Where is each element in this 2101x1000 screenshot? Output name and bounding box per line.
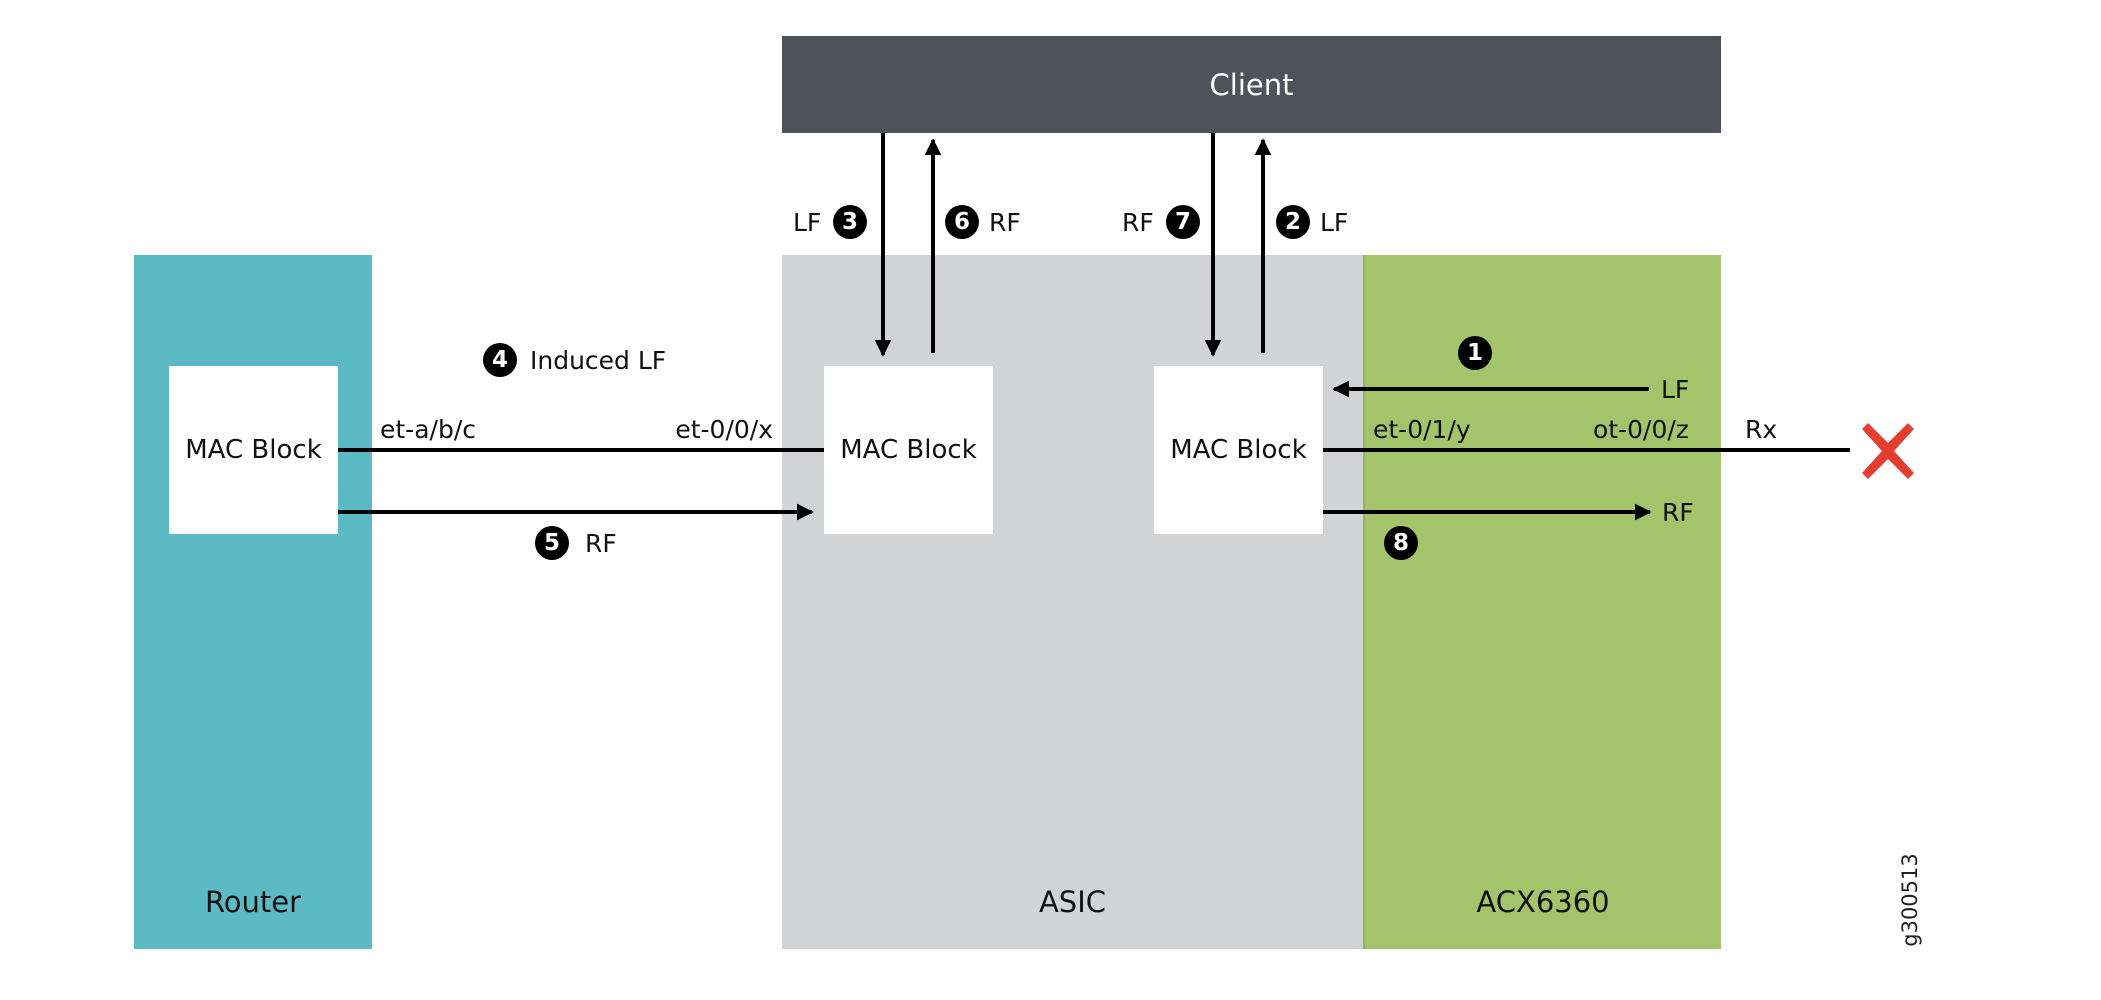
router-label: Router [204, 885, 302, 919]
client-box: Client [782, 36, 1721, 133]
red-x-icon [1862, 423, 1914, 479]
step-4-badge: 4 [483, 343, 517, 377]
port-label-optical: ot-0/0/z [1593, 415, 1689, 444]
asic-label: ASIC [1038, 885, 1107, 919]
step-1-badge: 1 [1458, 336, 1492, 370]
step-2-badge: 2 [1276, 205, 1310, 239]
acx6360-zone: ACX6360 [1363, 255, 1721, 949]
step-4-signal-label: Induced LF [530, 346, 667, 375]
figure-id: g300513 [1898, 853, 1922, 947]
step-8-badge: 8 [1384, 526, 1418, 560]
step-5-signal-label: RF [585, 529, 617, 558]
asic-mac-block-host-side: MAC Block [824, 366, 993, 534]
step-7-signal-label: RF [1122, 208, 1154, 237]
step-3-badge: 3 [833, 205, 867, 239]
acx6360-label: ACX6360 [1476, 885, 1610, 919]
router-mac-block: MAC Block [169, 366, 338, 534]
rx-label: Rx [1745, 415, 1778, 444]
port-label-asic-x: et-0/0/x [675, 415, 773, 444]
port-label-router: et-a/b/c [380, 415, 476, 444]
asic-mac-block-line-side-label: MAC Block [1170, 435, 1307, 465]
step-6-signal-label: RF [989, 208, 1021, 237]
step-1-signal-label: LF [1661, 375, 1690, 404]
step-2-signal-label: LF [1320, 208, 1349, 237]
client-label: Client [1209, 67, 1294, 102]
step-5-badge: 5 [535, 526, 569, 560]
step-7-badge: 7 [1166, 205, 1200, 239]
router-mac-block-label: MAC Block [185, 435, 322, 465]
port-label-asic-y: et-0/1/y [1373, 415, 1471, 444]
step-3-signal-label: LF [793, 208, 822, 237]
step-8-signal-label: RF [1662, 498, 1694, 527]
step-6-badge: 6 [945, 205, 979, 239]
asic-mac-block-line-side: MAC Block [1154, 366, 1323, 534]
asic-mac-block-host-side-label: MAC Block [840, 435, 977, 465]
